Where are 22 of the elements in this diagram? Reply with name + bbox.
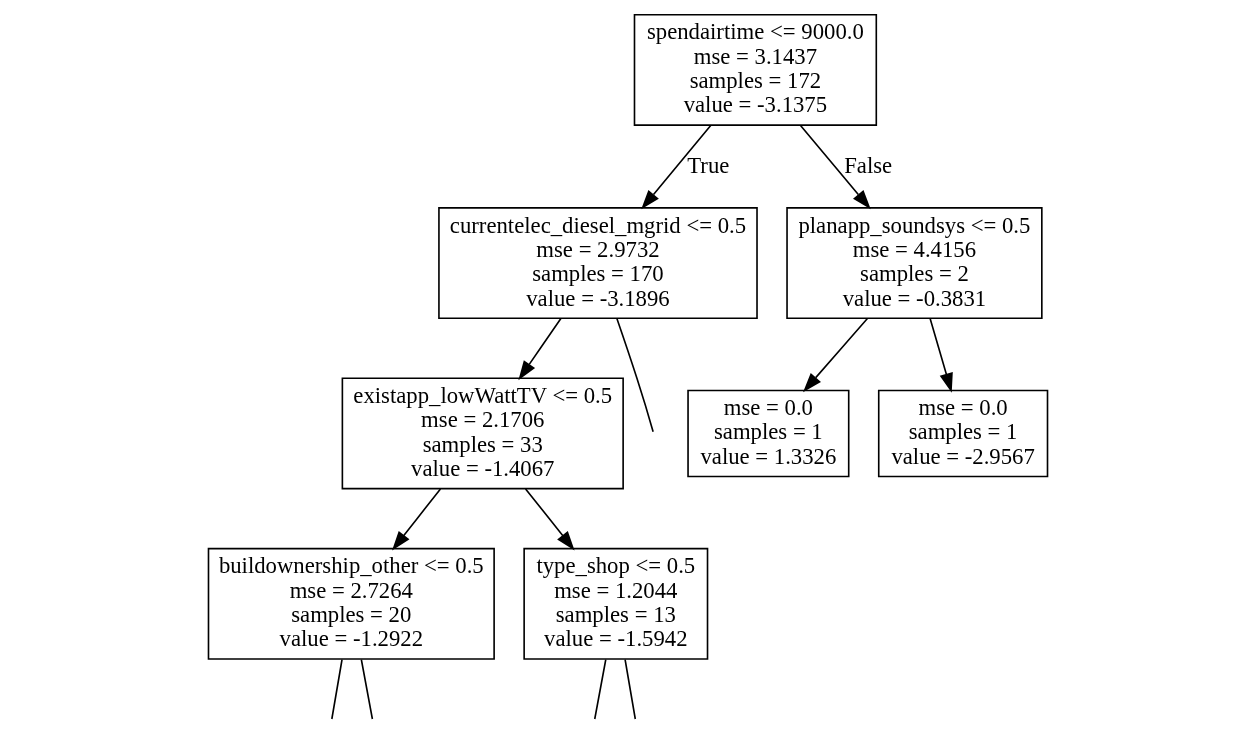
- node-box: currentelec_diesel_mgrid <= 0.5 mse = 2.9732 samples = 170 value = -3.1896: [438, 207, 758, 320]
- node-box: planapp_soundsys <= 0.5 mse = 4.4156 samples = 2 value = -0.3831: [786, 207, 1043, 320]
- arrow: [641, 124, 712, 210]
- edge-label: True: [687, 152, 730, 178]
- connector: [360, 658, 374, 720]
- node-box: mse = 0.0 samples = 1 value = -2.9567: [877, 389, 1049, 478]
- node-box: mse = 0.0 samples = 1 value = 1.3326: [687, 389, 850, 478]
- connector: [331, 658, 343, 720]
- connector: [616, 317, 654, 433]
- node-box: spendairtime <= 9000.0 mse = 3.1437 samples = 172 value = -3.1375: [633, 13, 878, 126]
- arrow: [392, 488, 442, 551]
- arrow: [518, 317, 562, 381]
- arrow: [524, 488, 575, 551]
- edge-label: False: [844, 152, 893, 178]
- connector: [593, 658, 607, 720]
- node-box: buildownership_other <= 0.5 mse = 2.7264 samples = 20 value = -1.2922: [207, 547, 495, 660]
- node-box: type_shop <= 0.5 mse = 1.2044 samples = 13 value = -1.5942: [523, 547, 709, 660]
- arrow: [929, 317, 953, 393]
- arrow: [803, 317, 869, 393]
- node-box: existapp_lowWattTV <= 0.5 mse = 2.1706 samples = 33 value = -1.4067: [341, 377, 624, 490]
- connector: [624, 658, 637, 720]
- arrow: [799, 124, 871, 210]
